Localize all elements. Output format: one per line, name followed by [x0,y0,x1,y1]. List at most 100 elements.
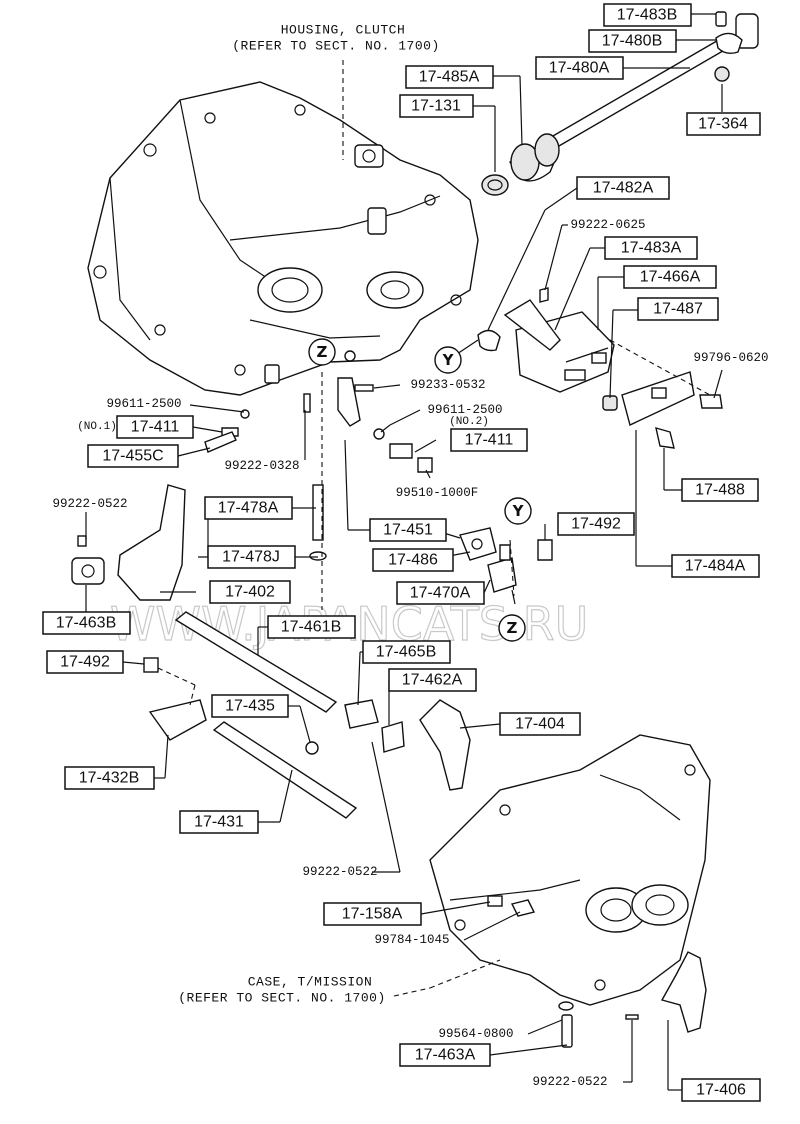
svg-text:17-480A: 17-480A [549,60,610,77]
part-number-99611-2500-left: 99611-2500 [106,397,181,411]
marker-z-lower-label: Z [507,619,518,637]
svg-text:17-411: 17-411 [465,432,514,449]
part-label-17-411-no1: 17-411 [116,415,194,439]
part-label-17-480b: 17-480B [588,29,677,53]
part-number-99222-0522-bottom: 99222-0522 [532,1075,607,1089]
no1-note: (NO.1) [77,421,117,433]
part-number-99222-0522-mid: 99222-0522 [302,865,377,879]
part-label-17-463b: 17-463B [42,611,131,635]
part-label-17-463a: 17-463A [399,1043,491,1067]
part-label-17-364: 17-364 [686,112,761,136]
svg-text:17-483B: 17-483B [617,7,678,24]
svg-text:17-406: 17-406 [696,1082,746,1099]
part-label-17-482a: 17-482A [576,176,670,200]
part-label-17-488: 17-488 [681,478,759,502]
part-label-17-492-left: 17-492 [46,650,124,674]
part-label-17-478a: 17-478A [204,496,293,520]
part-label-17-485a: 17-485A [405,65,494,89]
marker-z-lower: Z [498,614,526,642]
part-label-17-404: 17-404 [499,712,581,736]
clutch-housing-drawing [87,81,479,396]
transmission-case-drawing [429,734,711,1048]
svg-text:17-158A: 17-158A [342,906,403,923]
svg-text:17-131: 17-131 [411,98,461,115]
part-label-17-470a: 17-470A [396,581,485,605]
part-label-17-455c: 17-455C [87,444,179,468]
part-label-17-466a: 17-466A [623,265,717,289]
svg-text:17-461B: 17-461B [281,619,342,636]
fasteners-drawing [204,377,433,561]
svg-text:17-485A: 17-485A [419,69,480,86]
shift-rod-assembly-drawing [481,11,759,196]
svg-text:17-486: 17-486 [388,552,438,569]
part-number-99796-0620: 99796-0620 [693,351,768,365]
marker-y-upper-label: Y [442,351,455,369]
part-label-17-478j: 17-478J [207,545,296,569]
svg-text:17-478J: 17-478J [222,549,280,566]
svg-text:17-482A: 17-482A [593,180,654,197]
marker-z-upper: Z [308,338,336,366]
svg-text:17-492: 17-492 [60,654,110,671]
svg-text:17-455C: 17-455C [102,448,163,465]
part-number-99510-1000f: 99510-1000F [396,486,479,500]
svg-text:17-492: 17-492 [571,516,621,533]
svg-text:17-463A: 17-463A [415,1047,476,1064]
part-label-17-480a: 17-480A [535,56,624,80]
part-label-17-431: 17-431 [179,810,259,834]
leader-lines [85,13,723,1091]
part-label-17-131: 17-131 [399,94,474,118]
part-label-17-487: 17-487 [637,297,719,321]
svg-text:17-484A: 17-484A [685,558,746,575]
part-label-17-492-top: 17-492 [557,512,635,536]
part-label-17-158a: 17-158A [323,902,422,926]
svg-text:17-402: 17-402 [225,584,275,601]
part-number-99222-0522-top: 99222-0522 [52,497,127,511]
part-label-17-402: 17-402 [209,580,291,604]
part-label-17-461b: 17-461B [267,615,356,639]
svg-text:17-487: 17-487 [653,301,703,318]
housing-caption-line2: (REFER TO SECT. NO. 1700) [232,39,440,54]
svg-text:17-488: 17-488 [695,482,745,499]
svg-text:17-480B: 17-480B [602,33,663,50]
part-label-17-435: 17-435 [211,694,289,718]
marker-y-lower: Y [504,497,532,525]
svg-text:17-465B: 17-465B [376,644,437,661]
svg-text:17-483A: 17-483A [621,240,682,257]
svg-text:17-451: 17-451 [383,522,433,539]
part-number-99222-0328: 99222-0328 [224,459,299,473]
svg-text:17-364: 17-364 [698,116,748,133]
svg-text:17-466A: 17-466A [640,269,701,286]
part-label-17-451: 17-451 [369,518,447,542]
part-number-99233-0532: 99233-0532 [410,378,485,392]
part-number-99611-2500-right: 99611-2500 [427,403,502,417]
part-label-17-406: 17-406 [681,1078,761,1102]
no2-note: (NO.2) [449,416,489,428]
svg-text:17-432B: 17-432B [79,770,140,787]
part-label-17-462a: 17-462A [388,668,477,692]
housing-caption-line1: HOUSING, CLUTCH [281,23,406,38]
svg-text:17-431: 17-431 [194,814,244,831]
part-label-17-486: 17-486 [372,548,454,572]
svg-text:17-435: 17-435 [225,698,275,715]
svg-text:17-462A: 17-462A [402,672,463,689]
svg-text:17-411: 17-411 [131,419,180,436]
marker-y-upper: Y [434,346,462,374]
part-label-17-483a: 17-483A [604,236,698,260]
svg-text:17-478A: 17-478A [218,500,279,517]
part-label-17-465b: 17-465B [362,640,451,664]
case-caption-line2: (REFER TO SECT. NO. 1700) [178,991,386,1006]
part-label-17-483b: 17-483B [603,3,692,27]
part-number-99564-0800: 99564-0800 [438,1027,513,1041]
svg-text:17-463B: 17-463B [56,615,117,632]
part-label-17-411-no2: 17-411 [450,428,528,452]
part-number-99784-1045: 99784-1045 [374,933,449,947]
marker-z-upper-label: Z [317,343,328,361]
part-label-17-432b: 17-432B [64,766,155,790]
marker-y-lower-label: Y [512,502,525,520]
svg-text:17-404: 17-404 [515,716,565,733]
part-label-17-484a: 17-484A [671,554,760,578]
shift-bracket-drawing [477,287,723,449]
part-number-99222-0625: 99222-0625 [570,218,645,232]
